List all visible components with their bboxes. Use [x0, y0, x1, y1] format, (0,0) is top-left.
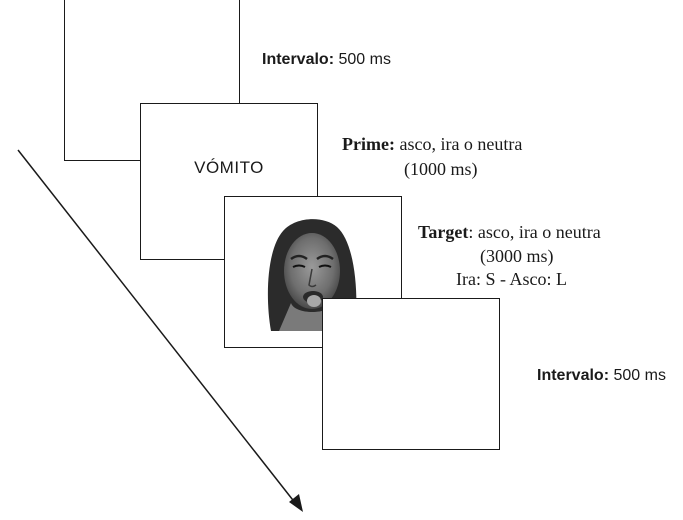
interval-frame-2: [322, 298, 500, 450]
step-3-duration: (3000 ms): [480, 246, 554, 266]
step-4-detail: 500 ms: [613, 367, 666, 384]
step-1-label: Intervalo: 500 ms: [262, 51, 391, 69]
step-4-label: Intervalo: 500 ms: [537, 367, 666, 385]
step-2-duration: (1000 ms): [404, 159, 478, 179]
step-3-title: Target: [418, 222, 469, 242]
step-3-label: Target: asco, ira o neutra: [418, 222, 601, 243]
step-2-detail: asco, ira o neutra: [399, 134, 523, 154]
step-3-detail: : asco, ira o neutra: [468, 222, 601, 242]
step-2-title: Prime:: [342, 134, 395, 154]
step-3-keys: Ira: S - Asco: L: [456, 269, 567, 289]
step-2-label: Prime: asco, ira o neutra: [342, 134, 522, 155]
prime-word: VÓMITO: [194, 158, 264, 177]
step-1-title: Intervalo:: [262, 51, 335, 68]
step-1-detail: 500 ms: [338, 51, 391, 68]
step-4-title: Intervalo:: [537, 367, 610, 384]
